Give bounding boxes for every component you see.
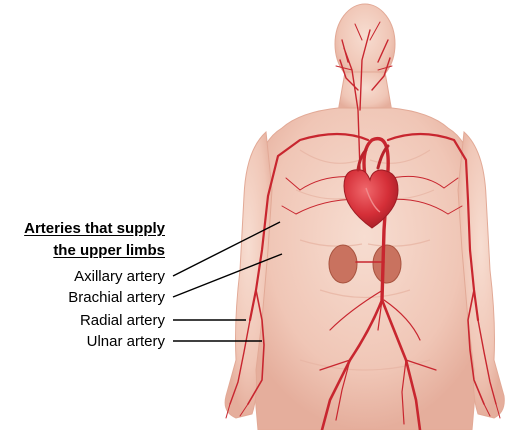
- heading-line-1: Arteries that supply: [24, 220, 165, 237]
- label-axillary-artery: Axillary artery: [74, 268, 165, 285]
- label-brachial-artery: Brachial artery: [68, 289, 165, 306]
- kidney-left: [329, 245, 357, 283]
- label-ulnar-artery: Ulnar artery: [87, 333, 165, 350]
- heading-line-2: the upper limbs: [53, 242, 165, 259]
- kidney-right: [373, 245, 401, 283]
- label-radial-artery: Radial artery: [80, 312, 165, 329]
